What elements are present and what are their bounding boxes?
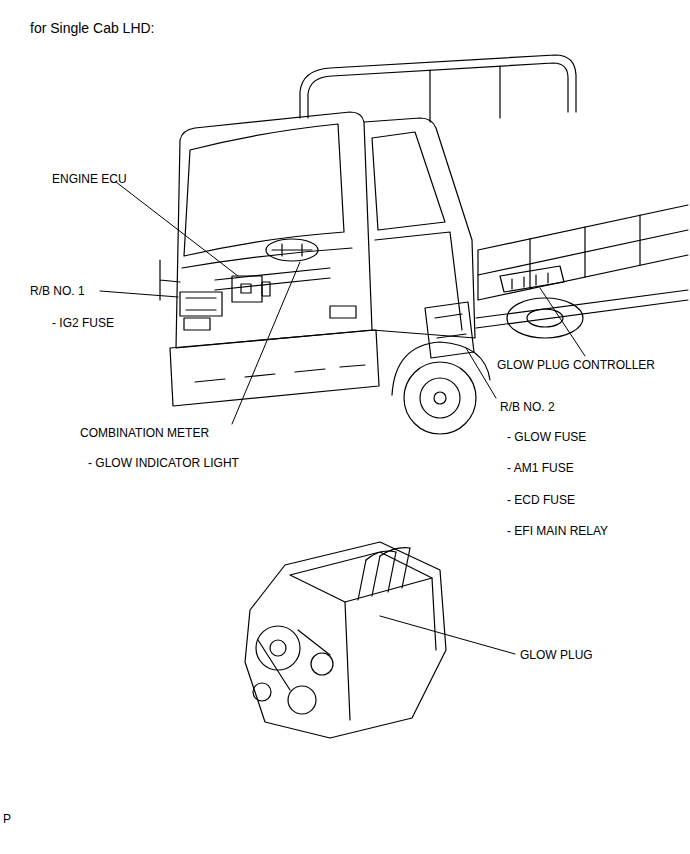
rail-line [308, 63, 568, 118]
part-label: GLOW PLUG [520, 648, 593, 662]
guard-rail [300, 55, 576, 122]
pulley [288, 686, 316, 714]
components [180, 239, 564, 358]
spare-tire [507, 298, 583, 338]
rail-line [430, 66, 500, 122]
glow-plug [358, 548, 410, 600]
spare-tire [527, 309, 563, 327]
windshield [184, 124, 344, 256]
part-label: COMBINATION METER [80, 426, 209, 440]
bumper-slot [195, 365, 365, 382]
part-label: R/B NO. 1 [30, 284, 85, 298]
combination-meter [266, 239, 318, 261]
pulley [311, 653, 333, 675]
bed-rail [478, 205, 688, 300]
bed [476, 205, 688, 338]
part-label: - GLOW INDICATOR LIGHT [88, 456, 239, 470]
engine-ecu [232, 276, 262, 302]
hood-line [182, 248, 352, 268]
part-label: - EFI MAIN RELAY [507, 524, 608, 538]
leader-lines [100, 182, 585, 654]
relay-block-2-detail [435, 314, 466, 338]
part-label: - IG2 FUSE [52, 316, 114, 330]
part-label: R/B NO. 2 [500, 400, 555, 414]
relay-block-1-detail [186, 298, 216, 310]
cab [160, 112, 475, 406]
wheel-arch [392, 342, 490, 395]
part-label: - AM1 FUSE [507, 461, 574, 475]
rim [420, 378, 460, 418]
glow-plug-wire [366, 548, 410, 560]
ecu-connector [241, 284, 251, 293]
engine [245, 542, 446, 738]
cab-side [364, 118, 475, 338]
leader-line [380, 616, 515, 654]
headlight [330, 306, 356, 318]
leader-line [540, 288, 585, 356]
meter-detail [272, 244, 312, 256]
side-window [372, 132, 445, 230]
glow-plug-controller [500, 266, 564, 292]
leader-line [116, 182, 238, 276]
door-line [375, 232, 462, 330]
front-wheel [392, 342, 490, 434]
relay-block-1 [180, 292, 222, 316]
controller-detail [512, 273, 548, 289]
part-label: - GLOW FUSE [507, 430, 586, 444]
part-label: - ECD FUSE [507, 493, 575, 507]
bed-slat [478, 215, 688, 289]
part-label: P [3, 812, 11, 826]
pulley [270, 640, 286, 656]
leader-line [232, 262, 300, 424]
rail-line [300, 55, 576, 118]
bumper [170, 330, 379, 406]
leader-line [466, 348, 496, 398]
cylinder-head [290, 552, 432, 602]
ecu-bracket [262, 282, 270, 296]
pulley [253, 683, 271, 701]
cab-outline [176, 112, 372, 348]
leader-line [100, 291, 178, 297]
part-label: ENGINE ECU [52, 172, 127, 186]
engine-block [245, 542, 446, 738]
hub [434, 392, 446, 404]
headlight [184, 318, 210, 330]
belt [258, 630, 330, 690]
page-title: for Single Cab LHD: [30, 20, 155, 36]
part-label: GLOW PLUG CONTROLLER [497, 358, 655, 372]
tire [404, 362, 476, 434]
mirror [160, 260, 180, 300]
